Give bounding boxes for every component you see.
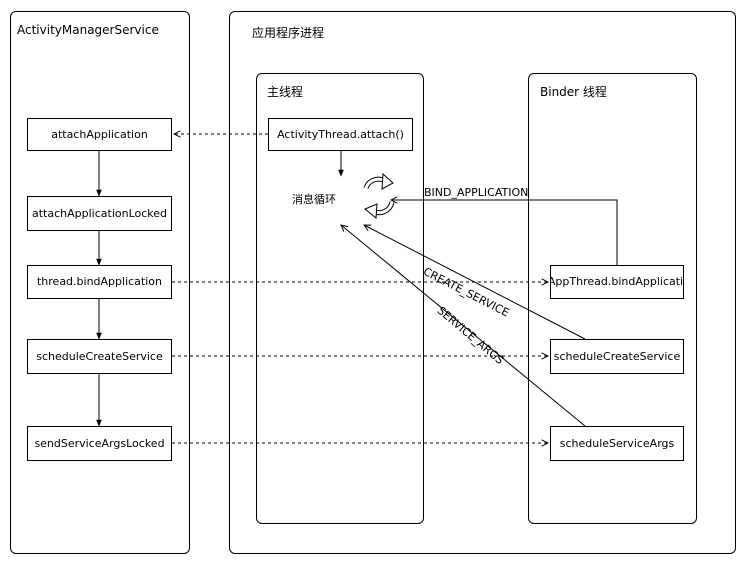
message-loop-label: 消息循环	[292, 193, 336, 206]
app-thread-bind-application-box: mAppThread.bindApplication	[550, 265, 684, 299]
schedule-create-service-box: scheduleCreateService	[27, 339, 172, 374]
attach-application-box: attachApplication	[27, 118, 172, 151]
send-service-args-locked-box: sendServiceArgsLocked	[27, 426, 172, 461]
attach-application-locked-box: attachApplicationLocked	[27, 196, 172, 231]
ams-title: ActivityManagerService	[17, 23, 159, 37]
bind-application-message-label: BIND_APPLICATION	[424, 186, 529, 199]
main-thread-title: 主线程	[267, 85, 304, 99]
activity-thread-attach-box: ActivityThread.attach()	[268, 118, 413, 151]
binder-schedule-create-service-box: scheduleCreateService	[550, 339, 684, 374]
schedule-service-args-box: scheduleServiceArgs	[550, 426, 684, 461]
binder-thread-title: Binder 线程	[540, 85, 607, 99]
thread-bind-application-box: thread.bindApplication	[27, 265, 172, 299]
app-process-title: 应用程序进程	[252, 26, 325, 40]
